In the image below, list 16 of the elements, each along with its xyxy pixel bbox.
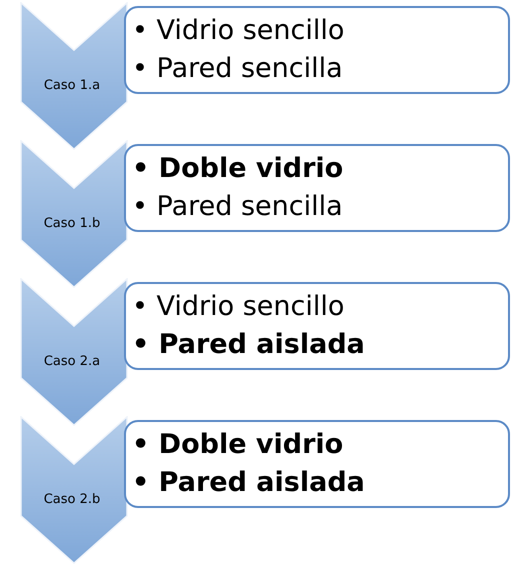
bullet-item: • Pared sencilla — [132, 52, 344, 86]
content-box — [124, 420, 510, 508]
bullet-item: • Vidrio sencillo — [132, 290, 346, 324]
bullet-item: • Vidrio sencillo — [132, 14, 344, 48]
bullet-item: • Pared sencilla — [132, 190, 344, 224]
case-label: Caso 2.a — [42, 354, 102, 369]
content-box — [124, 144, 510, 232]
case-label: Caso 2.b — [42, 492, 102, 507]
content-box — [124, 6, 510, 94]
bullet-item: • Pared aislada — [132, 466, 365, 500]
bullet-item: • Pared aislada — [132, 328, 365, 362]
case-label: Caso 1.b — [42, 216, 102, 231]
bullet-item: • Doble vidrio — [132, 428, 344, 462]
bullet-item: • Doble vidrio — [132, 152, 344, 186]
content-box — [124, 282, 510, 370]
case-label: Caso 1.a — [42, 78, 102, 93]
